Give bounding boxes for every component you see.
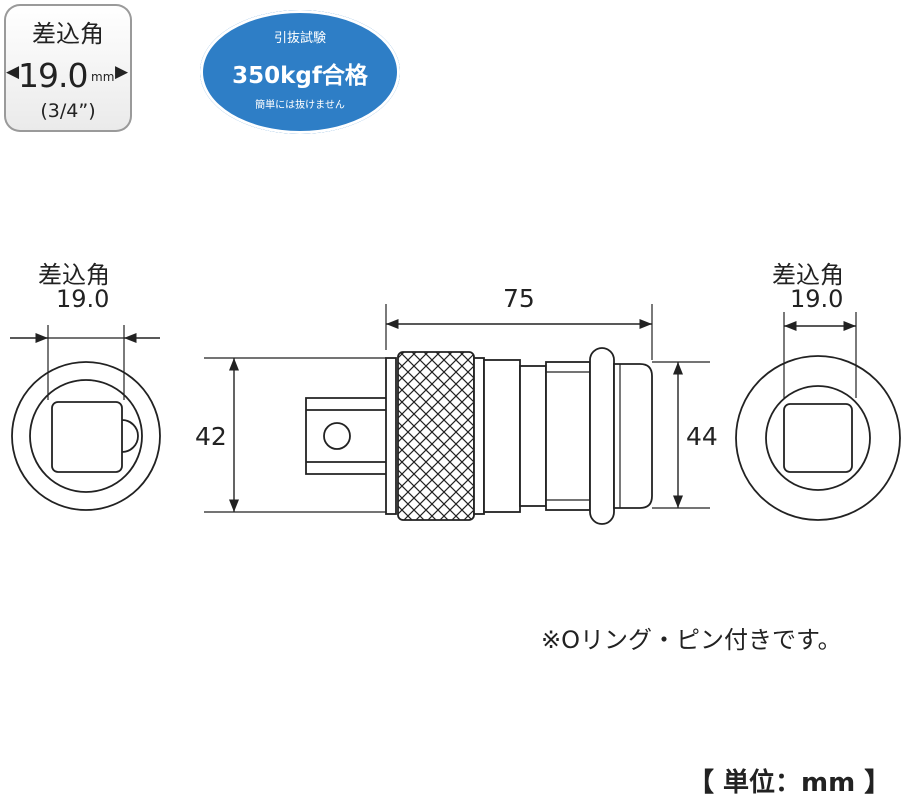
drive-badge-size: 19.0 (18, 56, 88, 95)
pull-test-badge: 引抜試験 350kgf合格 簡単には抜けません (200, 10, 400, 134)
pull-test-title: 引抜試験 (273, 31, 326, 46)
right-outer-circle (735, 355, 901, 521)
body-section (483, 359, 521, 513)
left-height-value: 42 (195, 422, 227, 451)
accessory-note: ※Oリング・ピン付きです。 (541, 626, 842, 654)
right-view-label: 差込角 (772, 261, 844, 289)
unit-label: 【 単位：mm 】 (688, 768, 891, 798)
socket-end (613, 363, 653, 509)
left-square-drive (51, 401, 123, 473)
drive-size-badge: 差込角 ◀ 19.0 mm ▶ (3/4”) (4, 4, 132, 132)
drive-badge-unit: mm (91, 70, 115, 84)
pull-test-note: 簡単には抜けません (255, 100, 345, 111)
drive-badge-inch: (3/4”) (40, 100, 96, 122)
left-outer-circle (11, 361, 161, 511)
drive-badge-title: 差込角 (32, 20, 104, 48)
left-end-view (10, 325, 161, 511)
pull-test-result: 350kgf合格 (232, 63, 368, 89)
detent-pin-hole (323, 422, 351, 450)
square-drive-tang (305, 397, 386, 475)
left-detent-ball (121, 419, 139, 453)
length-value: 75 (503, 284, 535, 313)
right-view-value: 19.0 (790, 285, 844, 313)
right-inner-circle (765, 385, 871, 491)
left-view-value: 19.0 (56, 285, 110, 313)
o-ring (589, 347, 615, 525)
arrow-left-icon: ◀ (6, 62, 20, 82)
right-square-socket (783, 403, 853, 473)
flange-left (385, 357, 397, 515)
left-inner-circle (29, 379, 143, 493)
right-end-view (735, 312, 901, 521)
arrow-right-icon: ▶ (115, 62, 129, 82)
right-height-value: 44 (686, 422, 718, 451)
flange-right (473, 357, 485, 515)
side-view (204, 304, 710, 525)
left-view-label: 差込角 (38, 261, 110, 289)
knurled-collar (397, 351, 475, 521)
neck-section (519, 365, 547, 507)
socket-body (545, 361, 591, 511)
